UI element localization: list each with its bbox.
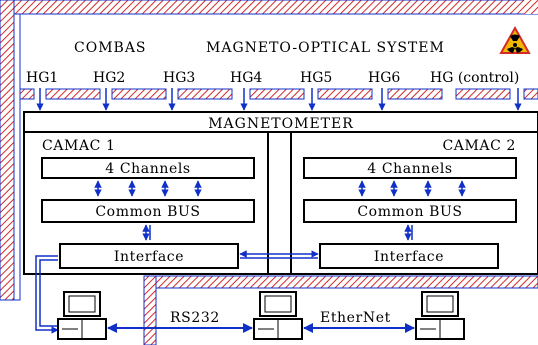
sensor-labels: HG1 HG2 HG3 HG4 HG5 HG6 HG (control) — [26, 70, 519, 86]
camac-1-bus: Common BUS — [95, 204, 200, 220]
computer-icon[interactable] — [253, 291, 303, 340]
interface-pc-link — [35, 255, 59, 334]
magnetometer-title: MAGNETOMETER — [208, 116, 354, 132]
sensor-label-hg3: HG3 — [163, 70, 195, 86]
camac-2-label: CAMAC 2 — [442, 138, 516, 154]
sensor-label-hg5: HG5 — [300, 70, 332, 86]
camac-2: CAMAC 2 4 Channels Common BUS Interface — [303, 138, 517, 269]
sensor-label-hg4: HG4 — [230, 70, 262, 86]
camac-1-channels: 4 Channels — [105, 161, 190, 177]
rs232-link: RS232 — [107, 310, 253, 333]
computer-icon[interactable] — [415, 291, 465, 340]
ethernet-link: EtherNet — [303, 310, 415, 333]
camac-1-label: CAMAC 1 — [42, 138, 116, 154]
system-name: COMBAS — [74, 40, 147, 56]
camac-1-interface: Interface — [114, 249, 184, 265]
sensor-label-hg2: HG2 — [93, 70, 125, 86]
ethernet-label: EtherNet — [320, 310, 391, 326]
sensor-label-hg6: HG6 — [368, 70, 400, 86]
sensor-bar — [19, 88, 538, 100]
camac-2-channels: 4 Channels — [367, 161, 452, 177]
rs232-label: RS232 — [170, 310, 220, 326]
sensor-label-hg-control: HG (control) — [430, 70, 519, 86]
computer-icon[interactable] — [57, 291, 107, 340]
camac-2-bus: Common BUS — [357, 204, 462, 220]
sensor-label-hg1: HG1 — [26, 70, 58, 86]
sensor-arrows — [36, 88, 522, 111]
camac-1: CAMAC 1 4 Channels Common BUS Interface — [41, 138, 255, 269]
system-description: MAGNETO-OPTICAL SYSTEM — [206, 40, 445, 56]
radiation-hazard-icon — [499, 25, 531, 54]
camac-2-interface: Interface — [374, 249, 444, 265]
interface-link — [239, 250, 319, 259]
